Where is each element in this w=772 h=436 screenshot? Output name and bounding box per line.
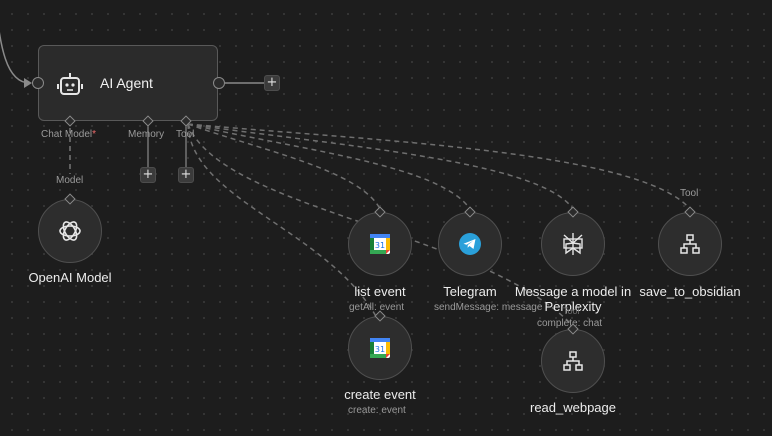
perplexity-icon — [563, 233, 583, 255]
incoming-connection — [0, 31, 31, 84]
openai-model-name: OpenAI Model — [28, 270, 112, 285]
edge-create-event — [187, 123, 379, 321]
chat-model-label: Chat Model* — [41, 129, 97, 140]
list-event-sub: getAll: event — [349, 302, 405, 313]
svg-text:31: 31 — [375, 241, 385, 250]
workflow-icon — [563, 351, 583, 371]
edge-list-event — [187, 123, 381, 210]
openai-icon — [59, 221, 81, 241]
svg-text:31: 31 — [375, 345, 385, 354]
save-to-obsidian-name: save_to_obsidian — [639, 284, 741, 299]
read-webpage-node[interactable] — [541, 329, 605, 393]
google-calendar-icon: 31 — [370, 234, 390, 254]
create-event-sub: create: event — [348, 405, 406, 416]
agent-output-port[interactable] — [213, 77, 225, 89]
telegram-icon — [459, 233, 481, 255]
perplexity-name-line1: Message a model in — [514, 284, 632, 299]
obsidian-tool-label: Tool — [680, 188, 699, 199]
openai-model-node[interactable] — [38, 199, 102, 263]
create-event-name: create event — [344, 387, 416, 402]
required-marker: * — [92, 129, 97, 140]
list-event-name: list event — [354, 284, 406, 299]
read-webpage-tool-label: Tool — [563, 306, 580, 316]
ai-agent-title: AI Agent — [100, 75, 153, 91]
edge-obsidian — [187, 123, 691, 210]
edge-perplexity — [187, 123, 574, 210]
add-tool-button[interactable]: + — [178, 167, 194, 183]
google-calendar-icon: 31 — [370, 338, 390, 358]
perplexity-node[interactable] — [541, 212, 605, 276]
save-to-obsidian-node[interactable] — [658, 212, 722, 276]
tool-label: Tool — [176, 129, 195, 140]
perplexity-sub: complete: chat — [537, 318, 603, 329]
telegram-name: Telegram — [443, 284, 497, 299]
perplexity-name-line2: Perplexity — [544, 299, 602, 314]
agent-input-port[interactable] — [32, 77, 44, 89]
read-webpage-name: read_webpage — [529, 400, 617, 415]
incoming-arrow — [24, 78, 32, 88]
robot-icon — [55, 70, 85, 100]
telegram-node[interactable] — [438, 212, 502, 276]
workflow-icon — [680, 234, 700, 254]
telegram-sub: sendMessage: message — [434, 302, 543, 313]
memory-label: Memory — [128, 129, 165, 140]
edge-telegram — [187, 123, 471, 210]
list-event-node[interactable]: 31 — [348, 212, 412, 276]
create-event-node[interactable]: 31 — [348, 316, 412, 380]
openai-model-port-label: Model — [56, 175, 84, 186]
add-memory-button[interactable]: + — [140, 167, 156, 183]
ai-agent-node[interactable]: AI Agent — [38, 45, 218, 121]
add-next-node-button[interactable]: + — [264, 75, 280, 91]
